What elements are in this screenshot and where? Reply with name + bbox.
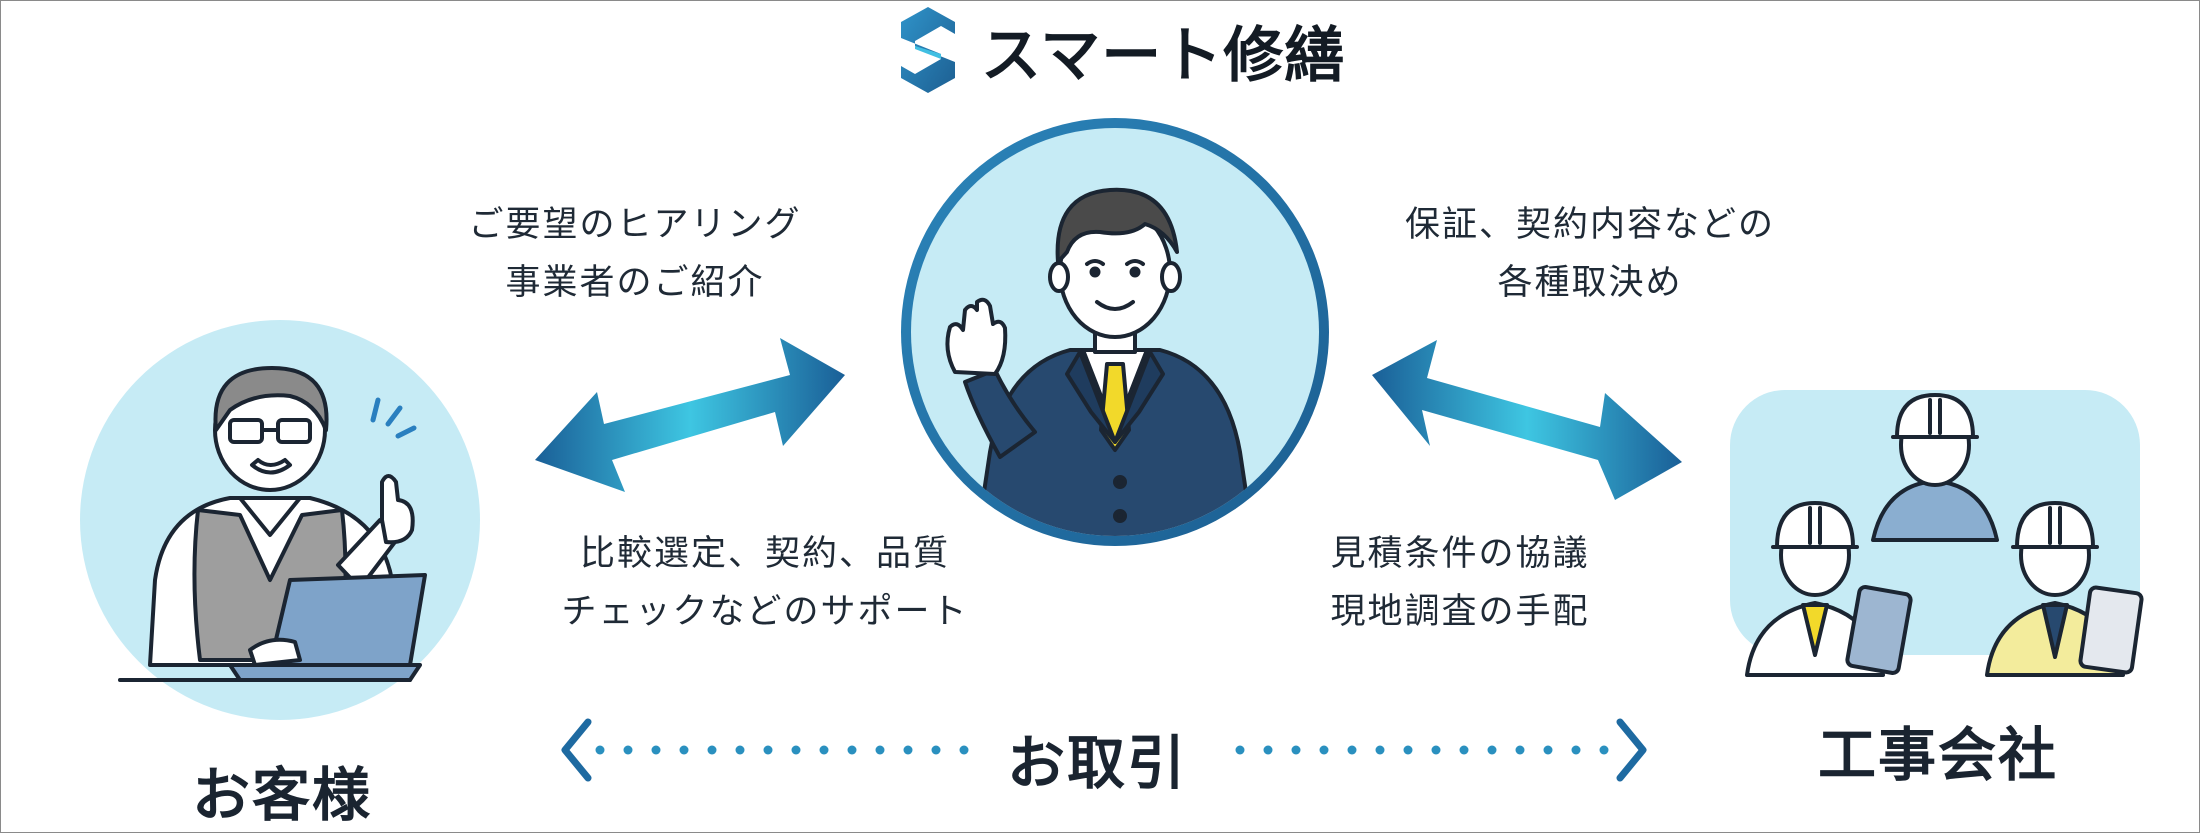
brand-logo: スマート修繕 — [895, 0, 1345, 100]
label-customer: お客様 — [192, 761, 373, 829]
double-arrow-right-icon — [1372, 340, 1682, 500]
double-arrow-left-icon — [535, 338, 845, 492]
caption-line: ご要望のヒアリング — [468, 205, 802, 245]
caption-support: 比較選定、契約、品質 チェックなどのサポート — [530, 525, 1000, 641]
caption-line: 各種取決め — [1497, 263, 1683, 303]
caption-line: 比較選定、契約、品質 — [579, 534, 950, 574]
caption-line: 見積条件の協議 — [1330, 534, 1590, 574]
s-hexagon-logo-icon — [901, 7, 955, 93]
advisor-illustration — [901, 118, 1329, 546]
caption-line: 現地調査の手配 — [1330, 592, 1590, 632]
caption-line: 保証、契約内容などの — [1404, 205, 1775, 245]
caption-agreements: 保証、契約内容などの 各種取決め — [1370, 196, 1810, 312]
caption-estimate: 見積条件の協議 現地調査の手配 — [1290, 525, 1630, 641]
label-transaction: お取引 — [1007, 729, 1188, 797]
brand-name: スマート修繕 — [981, 20, 1346, 91]
caption-line: チェックなどのサポート — [561, 592, 969, 632]
transaction-dotted-arrow — [561, 718, 1647, 782]
chevron-right-icon — [1616, 718, 1647, 782]
caption-line: 事業者のご紹介 — [505, 263, 765, 303]
chevron-left-icon — [561, 718, 592, 782]
customer-illustration — [80, 320, 480, 720]
label-contractor: 工事会社 — [1818, 721, 2059, 789]
contractor-illustration — [1730, 390, 2144, 677]
caption-hearing: ご要望のヒアリング 事業者のご紹介 — [440, 196, 830, 312]
